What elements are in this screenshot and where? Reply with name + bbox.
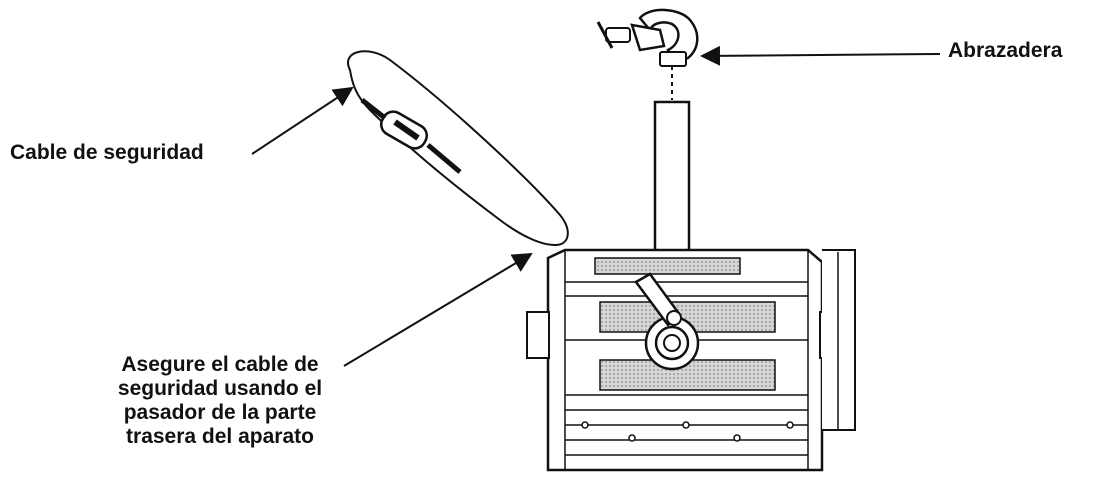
secure-instruction-line: Asegure el cable de: [121, 353, 319, 376]
secure-instruction-line: pasador de la parte: [123, 401, 317, 424]
secure-instruction-label: Asegure el cable de seguridad usando el …: [96, 353, 344, 449]
yoke-knob-icon: [634, 272, 700, 371]
clamp-label: Abrazadera: [948, 39, 1063, 62]
leader-lines: [251, 45, 941, 367]
clamp-icon: [596, 8, 699, 100]
secure-instruction-line: seguridad usando el: [117, 377, 323, 400]
safety-cable: [347, 50, 569, 247]
secure-instruction-line: trasera del aparato: [126, 425, 314, 448]
safety-cable-label: Cable de seguridad: [10, 141, 204, 164]
